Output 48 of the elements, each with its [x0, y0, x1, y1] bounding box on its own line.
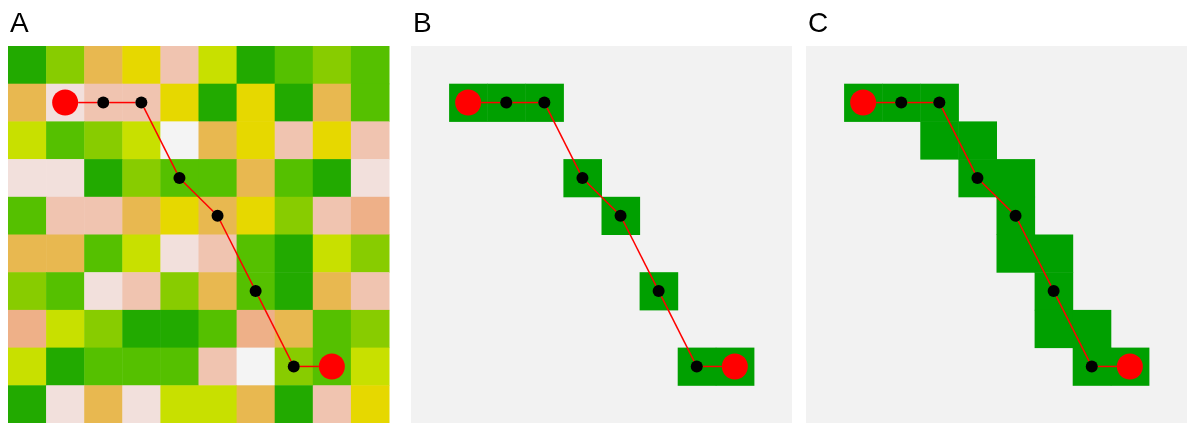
path-point: [933, 96, 946, 109]
path-line: [585, 181, 618, 213]
path-point: [971, 171, 984, 184]
path-point: [614, 209, 627, 222]
path-line: [480, 101, 501, 104]
path-point: [249, 285, 262, 298]
path-line: [941, 107, 976, 174]
endpoint-marker: [455, 89, 482, 116]
panel-label: B: [413, 8, 432, 38]
path-line: [1097, 365, 1118, 368]
path-line: [546, 107, 581, 174]
path-line: [299, 365, 320, 368]
panel-label: A: [10, 8, 29, 38]
path-point: [690, 360, 703, 373]
path-line: [875, 101, 896, 104]
path-line: [143, 107, 178, 174]
path-point: [287, 360, 300, 373]
path-point: [1085, 360, 1098, 373]
path-line: [660, 295, 695, 362]
path-line: [906, 101, 935, 104]
endpoint-marker: [1116, 353, 1143, 380]
path-point: [135, 96, 148, 109]
endpoint-marker: [52, 89, 79, 116]
path-point: [173, 171, 186, 184]
endpoint-marker: [721, 353, 748, 380]
endpoint-marker: [318, 353, 345, 380]
path-line: [219, 220, 254, 287]
path-point: [211, 209, 224, 222]
path-point: [538, 96, 551, 109]
path-line: [108, 101, 137, 104]
path-line: [622, 220, 657, 287]
path-point: [500, 96, 513, 109]
path-point: [1047, 285, 1060, 298]
path-line: [77, 101, 98, 104]
path-line: [511, 101, 540, 104]
endpoint-marker: [850, 89, 877, 116]
path-point: [97, 96, 110, 109]
path-line: [182, 181, 215, 213]
path-line: [1017, 220, 1052, 287]
path-point: [895, 96, 908, 109]
path-line: [702, 365, 723, 368]
path-point: [576, 171, 589, 184]
path-line: [1055, 295, 1090, 362]
path-line: [257, 295, 292, 362]
path-point: [652, 285, 665, 298]
path-line: [980, 181, 1013, 213]
path-point: [1009, 209, 1022, 222]
panel-label: C: [808, 8, 829, 38]
